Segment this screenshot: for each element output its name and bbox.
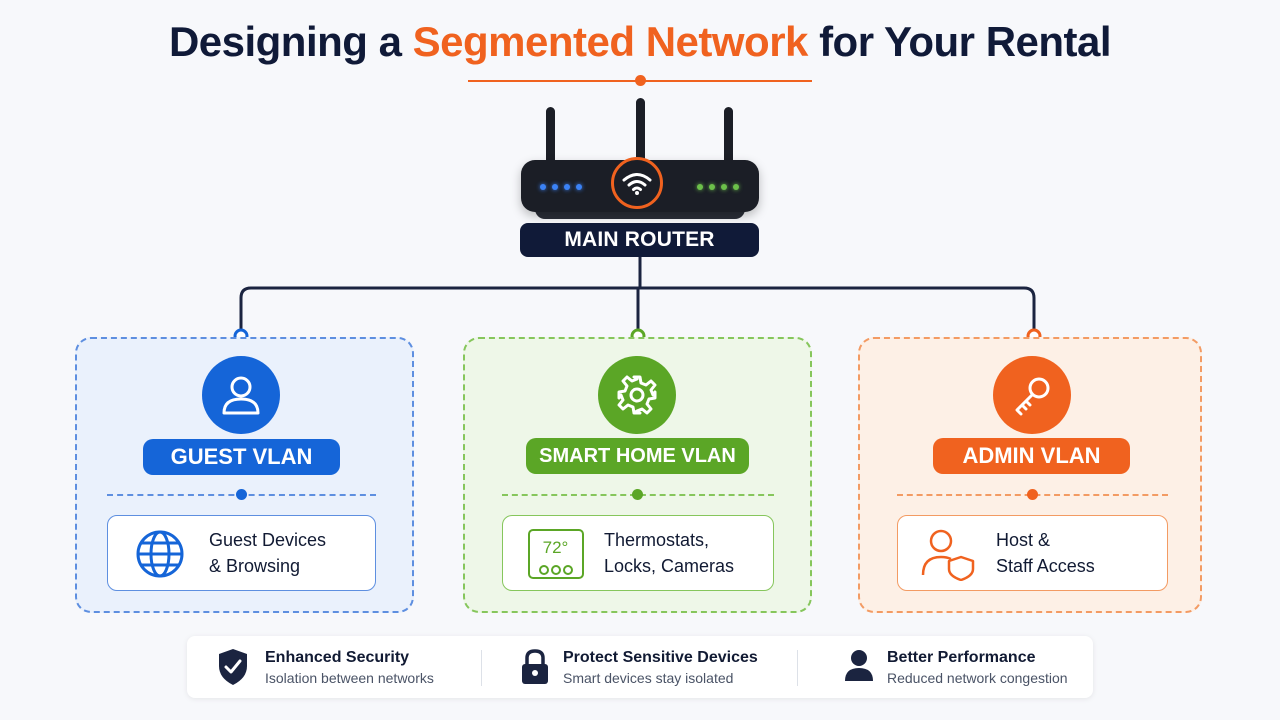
benefit-subtitle: Isolation between networks	[265, 670, 434, 686]
separator-dot	[1027, 489, 1038, 500]
router-led	[721, 184, 727, 190]
router-antenna-center	[636, 98, 645, 164]
router-antenna-right	[724, 107, 733, 165]
device-line-2: & Browsing	[209, 556, 301, 576]
title-prefix: Designing a	[168, 18, 413, 65]
key-icon	[993, 356, 1071, 434]
benefit-title: Better Performance	[887, 649, 1036, 666]
router-led	[733, 184, 739, 190]
device-line-2: Staff Access	[996, 556, 1095, 576]
benefit-subtitle: Reduced network congestion	[887, 670, 1068, 686]
separator-dot	[632, 489, 643, 500]
page-title: Designing a Segmented Network for Your R…	[0, 18, 1280, 66]
title-suffix: for Your Rental	[807, 18, 1112, 65]
benefits-bar	[187, 636, 1093, 698]
vlan-label-guest: GUEST VLAN	[143, 439, 340, 475]
device-line-1: Guest Devices	[209, 530, 327, 550]
thermostat-icon: 72°	[528, 529, 584, 579]
benefit-title: Enhanced Security	[265, 649, 410, 666]
device-line-1: Thermostats,	[604, 530, 710, 550]
lock-icon	[522, 649, 548, 684]
vlan-label-smart-home: SMART HOME VLAN	[526, 438, 749, 474]
router-led	[697, 184, 703, 190]
router-antenna-left	[546, 107, 555, 165]
router-led	[540, 184, 546, 190]
router-label: MAIN ROUTER	[520, 223, 759, 257]
gear-icon	[598, 356, 676, 434]
router-led	[564, 184, 570, 190]
device-text-guest: Guest Devices & Browsing	[209, 527, 326, 579]
benefit-divider	[797, 650, 798, 686]
device-text-admin: Host & Staff Access	[996, 527, 1095, 579]
device-line-2: Locks, Cameras	[604, 556, 735, 576]
user-shield-icon	[921, 529, 975, 581]
shield-check-icon	[219, 649, 247, 685]
wifi-icon	[611, 157, 663, 209]
benefit-title: Protect Sensitive Devices	[563, 649, 758, 666]
user-icon	[202, 356, 280, 434]
separator-dot	[236, 489, 247, 500]
router-led	[709, 184, 715, 190]
vlan-label-admin: ADMIN VLAN	[933, 438, 1130, 474]
thermostat-reading: 72°	[542, 538, 569, 557]
device-line-1: Host &	[996, 530, 1051, 550]
benefit-subtitle: Smart devices stay isolated	[563, 670, 734, 686]
device-text-smart-home: Thermostats, Locks, Cameras	[604, 527, 734, 579]
title-highlight: Segmented Network	[412, 18, 809, 65]
device-card-admin	[897, 515, 1168, 591]
globe-icon	[136, 530, 184, 578]
router-led	[576, 184, 582, 190]
person-icon	[845, 650, 873, 681]
title-underline-dot	[635, 75, 646, 86]
benefit-divider	[481, 650, 482, 686]
router-led	[552, 184, 558, 190]
